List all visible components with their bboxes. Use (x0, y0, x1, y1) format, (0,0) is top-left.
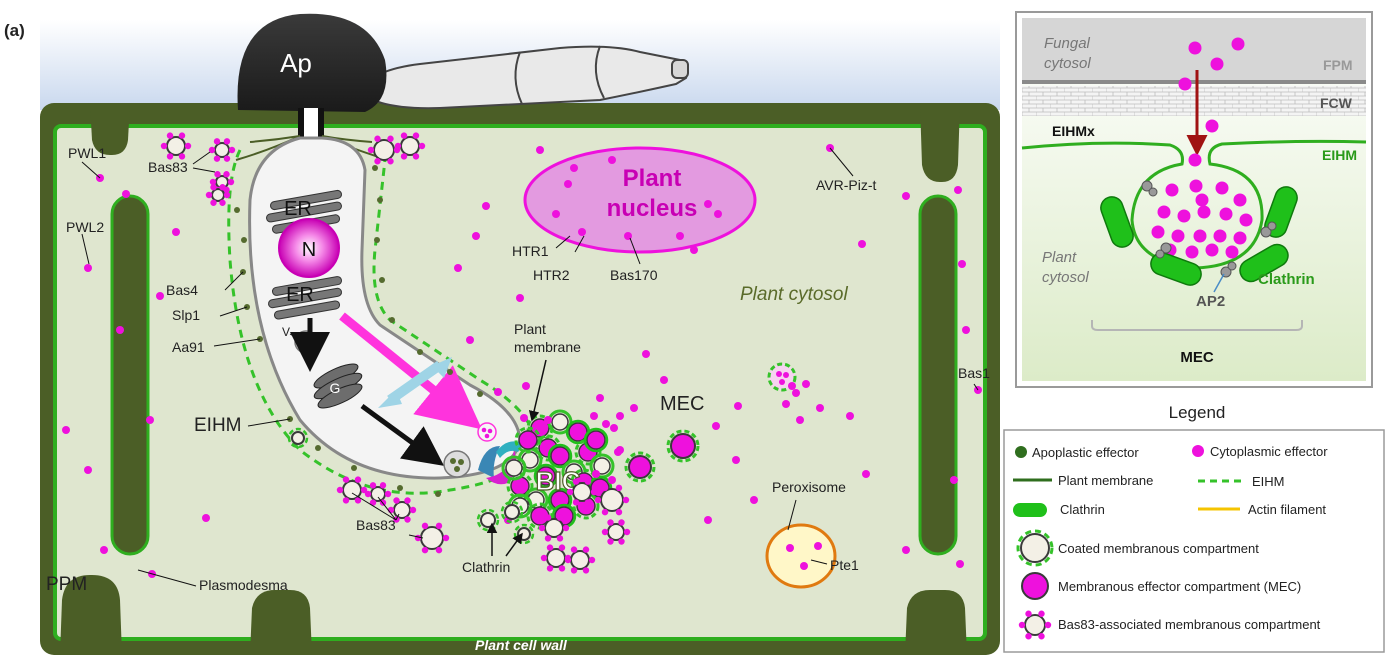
panel-label: (a) (4, 21, 25, 40)
wall-notch-top-right (920, 103, 960, 182)
secretory-vesicle-icon (444, 451, 470, 477)
inset-clathrin-label: Clathrin (1258, 271, 1315, 288)
legend-title: Legend (1169, 403, 1226, 422)
legend-cytoplasmic-icon (1192, 445, 1204, 457)
legend-cytoplasmic-label: Cytoplasmic effector (1210, 444, 1328, 459)
inset-eihmx-label: EIHMx (1052, 123, 1095, 139)
mec-compartment-2-icon (629, 456, 651, 478)
wall-notch-bottom-mid (250, 590, 312, 655)
htr2-label: HTR2 (533, 267, 570, 283)
legend-actin-label: Actin filament (1248, 502, 1326, 517)
fpm-line (1022, 80, 1366, 84)
er-bottom-label: ER (286, 284, 314, 306)
legend-coated-icon (1021, 534, 1049, 562)
htr1-label: HTR1 (512, 243, 549, 259)
pte1-label: Pte1 (830, 557, 859, 573)
inset-fungal-cytosol-2: cytosol (1044, 55, 1091, 72)
legend-eihm-label: EIHM (1252, 474, 1285, 489)
inset-fpm-label: FPM (1323, 57, 1353, 73)
plant-membrane-label-2: membrane (514, 339, 581, 355)
peroxisome-label: Peroxisome (772, 479, 846, 495)
mec-compartment-icon (671, 434, 695, 458)
bas83-top-label: Bas83 (148, 159, 188, 175)
inset-fungal-cytosol-1: Fungal (1044, 35, 1091, 52)
peroxisome-icon (767, 525, 835, 587)
legend-bas83-label: Bas83-associated membranous compartment (1058, 617, 1321, 632)
er-top-label: ER (284, 198, 312, 220)
legend-plant-membrane-label: Plant membrane (1058, 473, 1153, 488)
legend-mec-label: Membranous effector compartment (MEC) (1058, 579, 1301, 594)
plant-nucleus-label-2: nucleus (607, 195, 698, 222)
legend-mec-icon (1022, 573, 1048, 599)
vesicle-icon (295, 331, 317, 353)
wall-pillar-right (920, 196, 956, 554)
inset-plant-cytosol-2: cytosol (1042, 269, 1089, 286)
legend-apoplastic-icon (1015, 446, 1027, 458)
eihm-label: EIHM (194, 415, 242, 436)
bas83-bottom-label: Bas83 (356, 517, 396, 533)
inset-fcw-label: FCW (1320, 95, 1353, 111)
ppm-label: PPM (46, 574, 87, 595)
legend-clathrin-label: Clathrin (1060, 502, 1105, 517)
vesicle-label: V (282, 325, 290, 339)
bas170-label: Bas170 (610, 267, 658, 283)
legend-apoplastic-label: Apoplastic effector (1032, 445, 1139, 460)
plasmodesma-label: Plasmodesma (199, 577, 288, 593)
plant-membrane-label-1: Plant (514, 321, 546, 337)
bas1-label: Bas1 (958, 365, 990, 381)
pwl1-label: PWL1 (68, 145, 106, 161)
plant-cytosol-label: Plant cytosol (740, 284, 848, 305)
fcw-layer (1022, 86, 1366, 116)
wall-notch-bottom-right (905, 590, 967, 655)
plant-cell-wall-label: Plant cell wall (475, 637, 568, 653)
mec-label: MEC (660, 393, 704, 415)
inset-mec-label: MEC (1180, 349, 1214, 366)
inset-plant-cytosol-1: Plant (1042, 249, 1077, 266)
plant-nucleus-label-1: Plant (623, 165, 682, 192)
inset-eihm-label: EIHM (1322, 147, 1357, 163)
avr-piz-t-label: AVR-Piz-t (816, 177, 877, 193)
clathrin-main-label: Clathrin (462, 559, 510, 575)
pwl2-label: PWL2 (66, 219, 104, 235)
legend-clathrin-icon (1013, 503, 1047, 517)
inset-ap2-label: AP2 (1196, 293, 1225, 310)
slp1-label: Slp1 (172, 307, 200, 323)
golgi-label: G (330, 380, 341, 396)
aa91-label: Aa91 (172, 339, 205, 355)
wall-pillar-left (112, 196, 148, 554)
bas4-label: Bas4 (166, 282, 198, 298)
legend-coated-label: Coated membranous compartment (1058, 541, 1259, 556)
fungal-nucleus-label: N (302, 239, 316, 261)
appressorium-label: Ap (280, 48, 312, 78)
